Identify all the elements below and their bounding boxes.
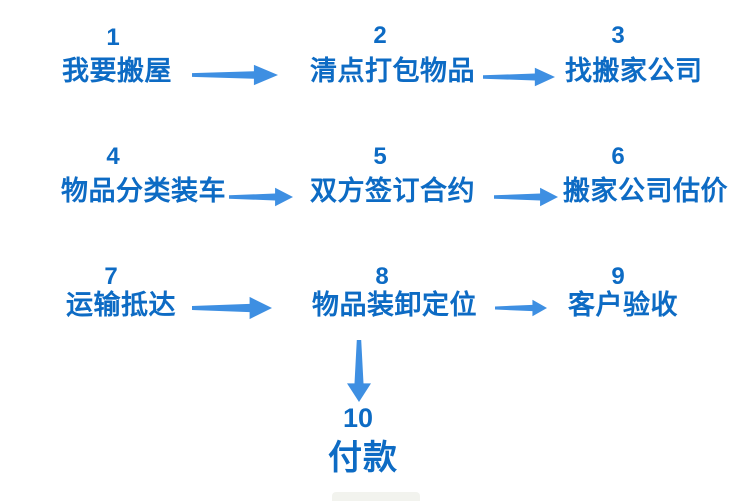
arrow-4-to-5-icon [229,187,293,207]
step-10-number: 10 [342,403,374,433]
step-8-number: 8 [375,263,389,290]
step-6-number: 6 [611,143,625,170]
step-5-number: 5 [373,143,387,170]
step-7-number: 7 [104,263,118,290]
arrow-8-to-10-icon [347,340,371,402]
step-3-number: 3 [611,22,625,49]
step-1-label: 我要搬屋 [62,56,172,86]
step-4-label: 物品分类装车 [61,176,226,206]
step-9-label: 客户验收 [568,290,678,320]
bottom-cutoff-smudge [332,492,420,501]
arrow-8-to-9-icon [495,299,547,317]
step-7-label: 运输抵达 [66,290,176,320]
arrow-2-to-3-icon [483,67,555,87]
step-8-label: 物品装卸定位 [312,290,477,320]
step-2-number: 2 [373,22,387,49]
arrow-5-to-6-icon [494,187,558,207]
step-1-number: 1 [106,24,120,51]
step-6-label: 搬家公司估价 [563,176,728,206]
step-2-label: 清点打包物品 [310,56,475,86]
step-3-label: 找搬家公司 [565,56,703,86]
step-5-label: 双方签订合约 [310,176,475,206]
step-4-number: 4 [106,143,120,170]
arrow-1-to-2-icon [192,64,278,86]
step-9-number: 9 [611,263,625,290]
step-10-label: 付款 [328,439,398,477]
arrow-7-to-8-icon [192,296,272,320]
